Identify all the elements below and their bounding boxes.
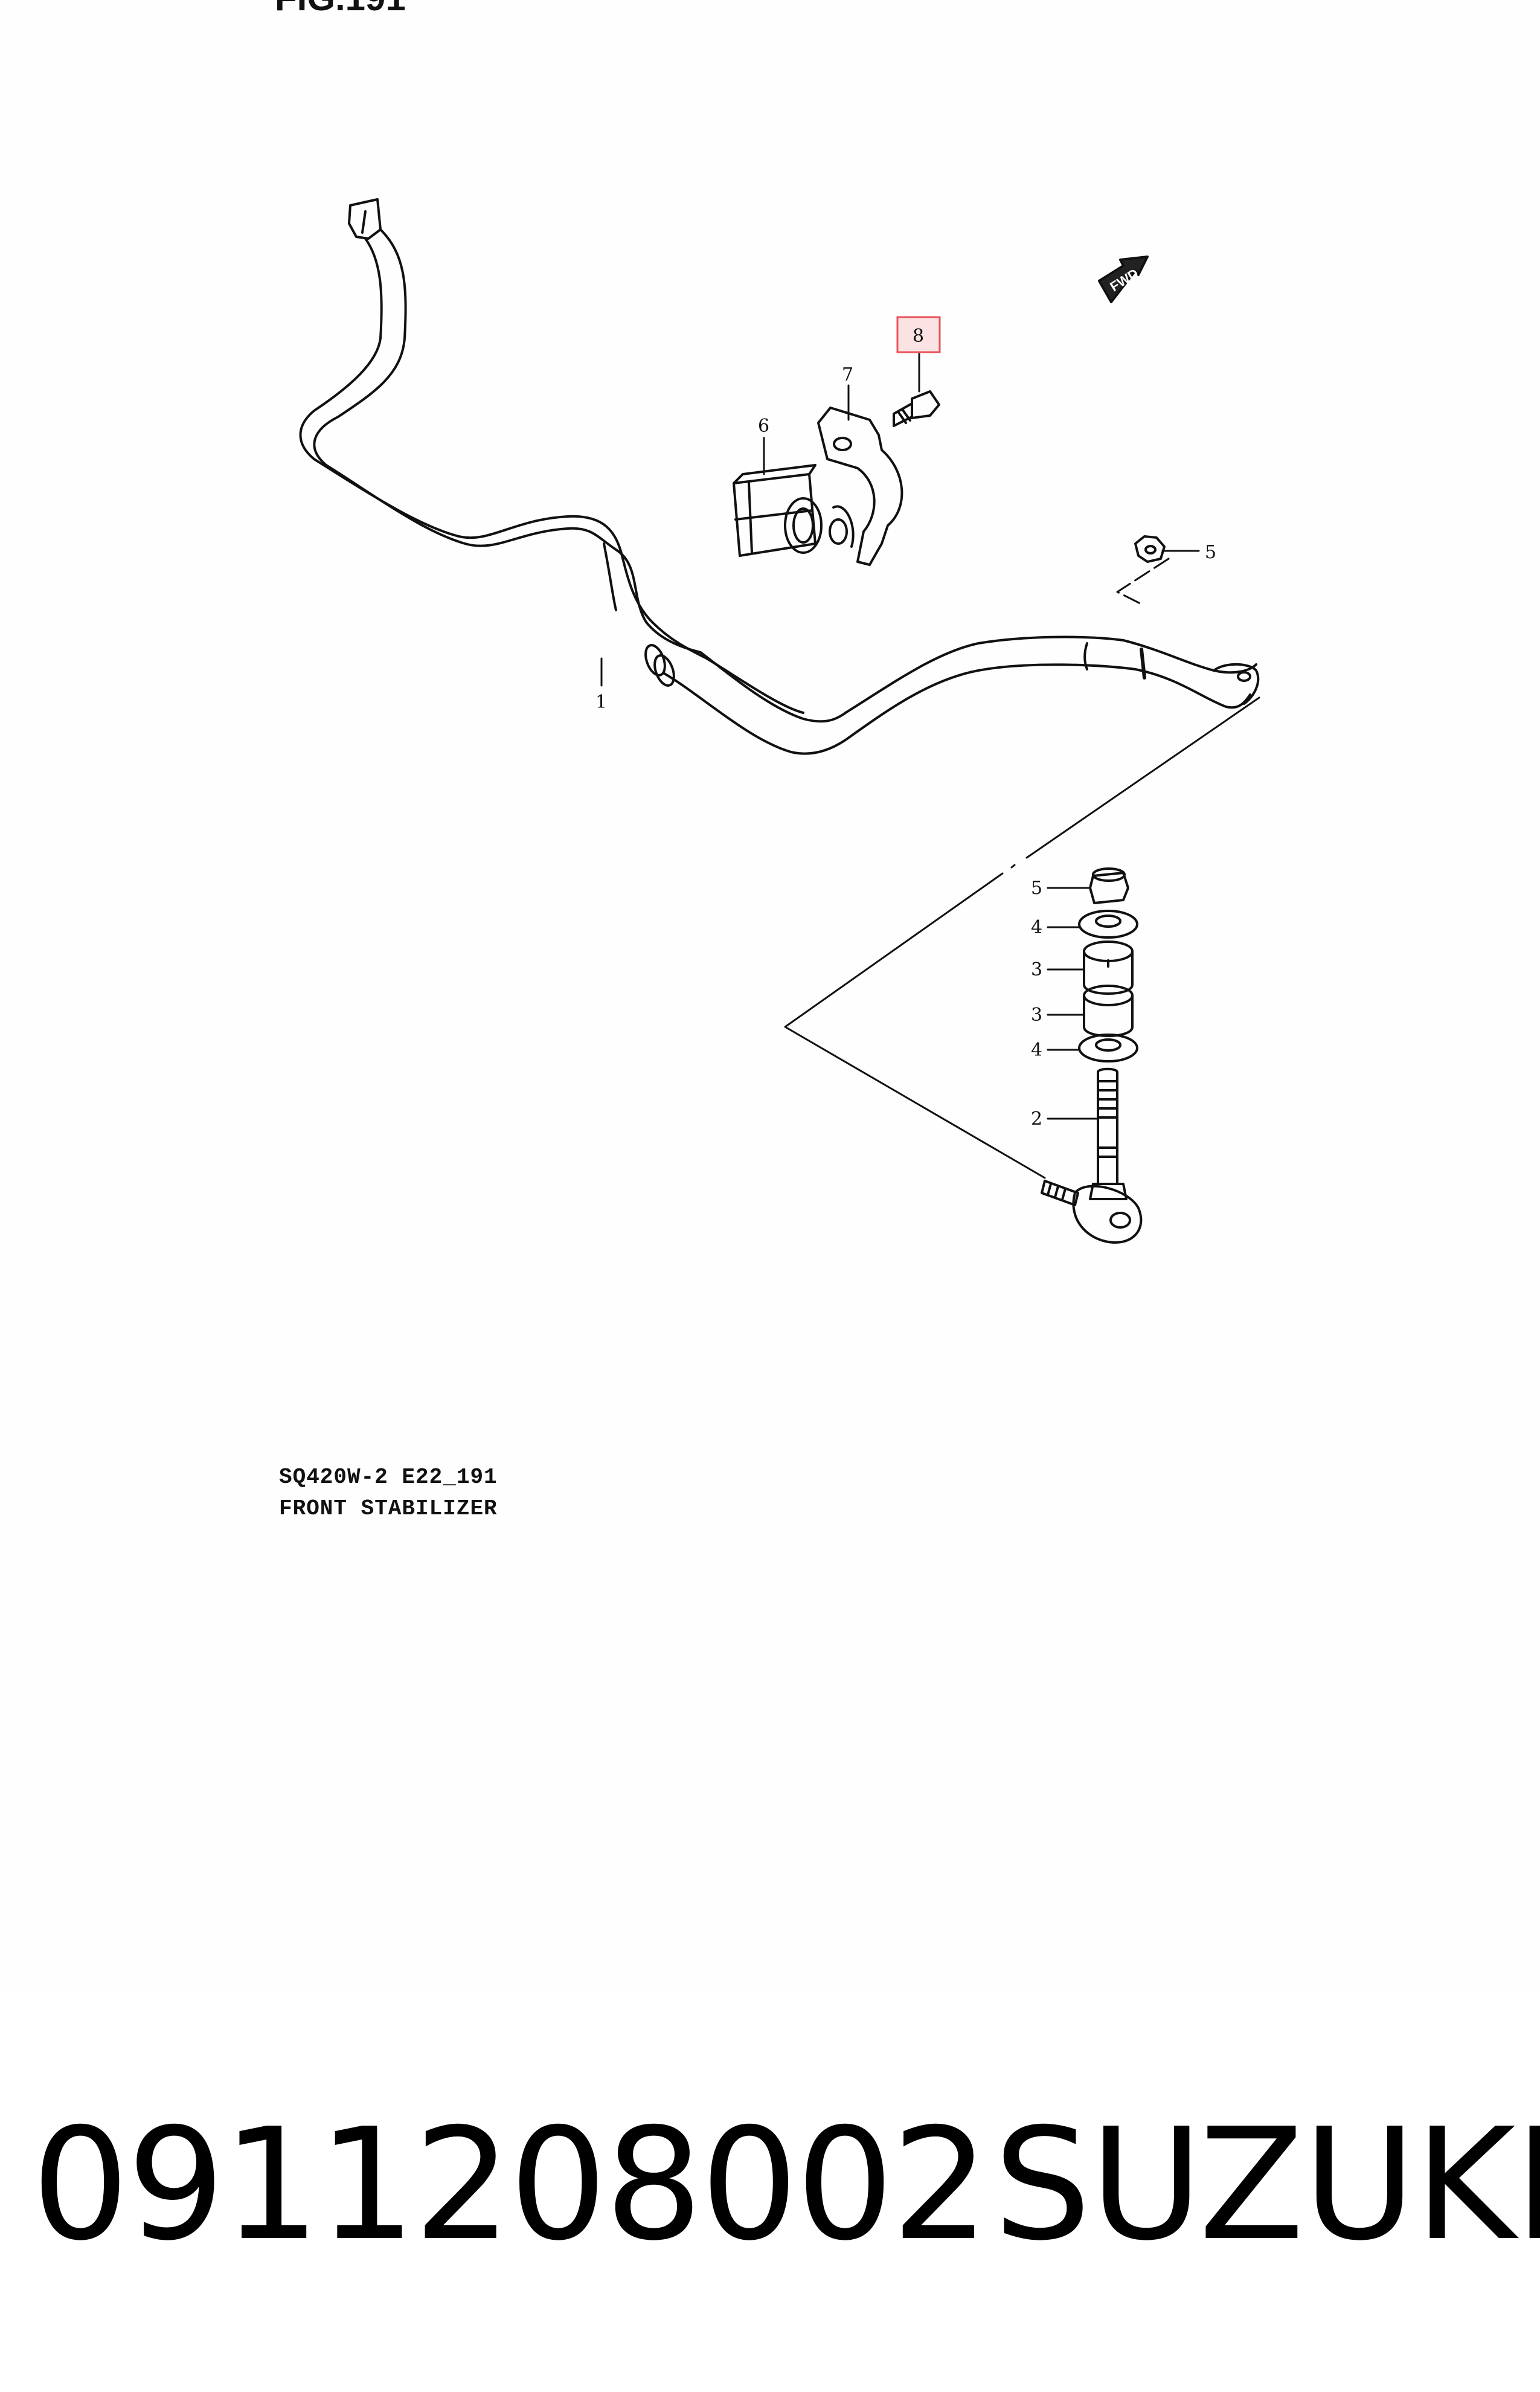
diagram-title: FRONT STABILIZER	[279, 1496, 498, 1521]
callout-7: 7	[842, 364, 853, 385]
upper-nut	[1134, 535, 1166, 563]
callout-1: 1	[595, 692, 607, 713]
callout-labels: 1 2 3 3 4 4 5 5 6 7 8 FWD	[595, 266, 1216, 1130]
callout-5-upper: 5	[1205, 542, 1216, 563]
diagram-area: FIG.191	[275, 0, 1260, 1521]
stabilizer-bar	[299, 198, 1260, 755]
brand-name: SUZUKI	[993, 2095, 1540, 2275]
callout-8: 8	[913, 326, 924, 347]
callout-5-lower: 5	[1031, 878, 1042, 899]
callout-2: 2	[1031, 1108, 1042, 1130]
callout-6: 6	[758, 416, 769, 437]
callout-8-highlight-box	[896, 316, 941, 353]
callout-4-upper: 4	[1031, 917, 1042, 938]
callout-3-upper: 3	[1031, 959, 1042, 980]
fwd-direction-arrow	[1098, 256, 1149, 303]
diagram-code: SQ420W-2 E22_191	[279, 1465, 498, 1490]
bracket-bolt	[893, 390, 940, 427]
exploded-parts-diagram: 1 2 3 3 4 4 5 5 6 7 8 FWD	[299, 198, 1260, 1244]
callout-3-lower: 3	[1031, 1005, 1042, 1026]
figure-label: FIG.191	[275, 0, 406, 19]
part-number: 0911208002	[31, 2095, 989, 2275]
stabilizer-bracket	[817, 407, 903, 566]
callout-4-lower: 4	[1031, 1040, 1042, 1061]
stabilizer-bush	[733, 464, 823, 557]
footer	[0, 1993, 1540, 2392]
stabilizer-link-assembly	[1041, 867, 1143, 1244]
